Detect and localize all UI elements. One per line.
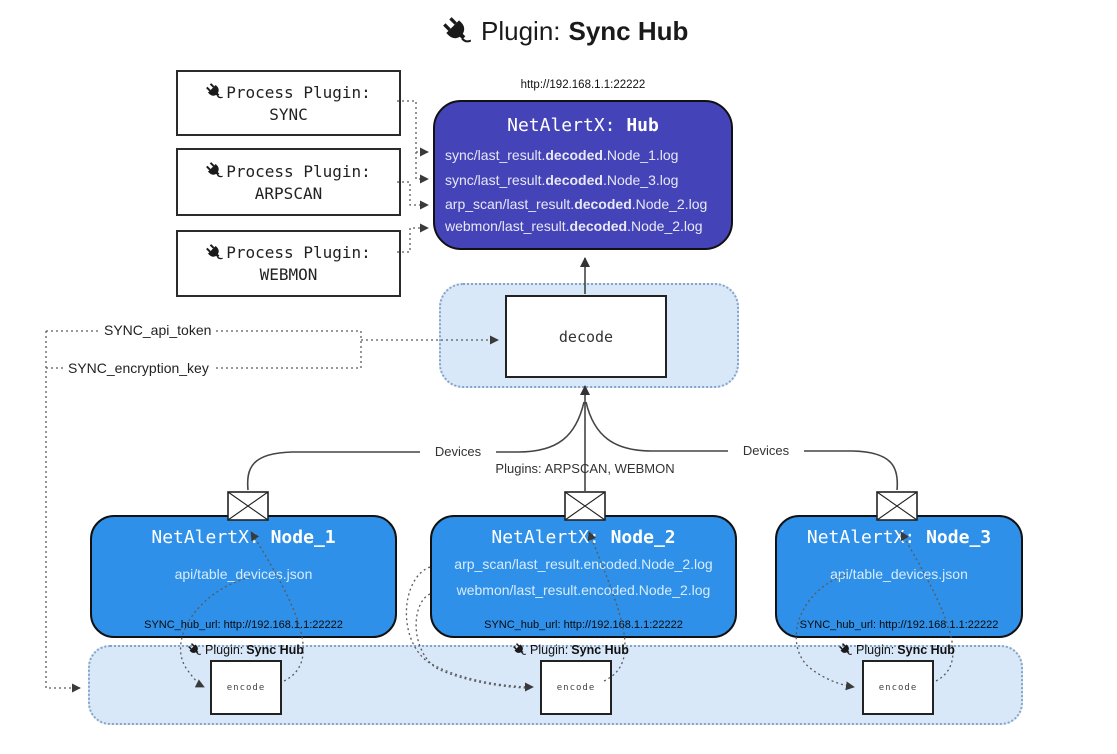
decode-box: decode xyxy=(505,295,667,378)
sync-plugin-prefix: Plugin: xyxy=(205,643,244,657)
node-title: NetAlertX: Node_3 xyxy=(806,527,992,548)
process-plugin-name: WEBMON xyxy=(259,265,318,284)
netalertx-hub-box: NetAlertX: Hub sync/last_result.decoded.… xyxy=(433,100,733,250)
plugins-edge-label: Plugins: ARPSCAN, WEBMON xyxy=(495,461,675,476)
encode-label: encode xyxy=(878,682,918,693)
devices-right-label: Devices xyxy=(728,443,804,458)
process-plugin-sync-box: Process Plugin: SYNC xyxy=(176,70,401,136)
encode-label: encode xyxy=(556,682,596,693)
node-file: api/table_devices.json xyxy=(830,566,968,582)
sync-plugin-prefix: Plugin: xyxy=(856,643,895,657)
hub-log-line: arp_scan/last_result.decoded.Node_2.log xyxy=(445,196,708,212)
node-hub-url: SYNC_hub_url: http://192.168.1.1:22222 xyxy=(799,619,999,631)
netalertx-node2-box: NetAlertX: Node_2 arp_scan/last_result.e… xyxy=(430,515,737,638)
node-title: NetAlertX: Node_1 xyxy=(151,527,336,548)
netalertx-node1-box: NetAlertX: Node_1 api/table_devices.json… xyxy=(90,515,397,638)
sync-plugin-name: Sync Hub xyxy=(897,643,955,657)
process-plugin-arpscan-box: Process Plugin: ARPSCAN xyxy=(176,148,401,216)
hub-log-line: webmon/last_result.decoded.Node_2.log xyxy=(445,218,703,234)
process-plugin-webmon-box: Process Plugin: WEBMON xyxy=(176,230,401,297)
hub-log-list: sync/last_result.decoded.Node_1.log sync… xyxy=(435,143,731,237)
sync-plugin-name: Sync Hub xyxy=(571,643,629,657)
encode-label: encode xyxy=(226,682,266,693)
netalertx-node3-box: NetAlertX: Node_3 api/table_devices.json… xyxy=(775,515,1023,638)
process-plugin-name: ARPSCAN xyxy=(254,183,323,203)
hub-title: NetAlertX: Hub xyxy=(507,115,659,136)
process-plugin-label: Process Plugin: xyxy=(226,82,371,102)
encode-box-node2: encode xyxy=(540,660,612,715)
decode-label: decode xyxy=(558,327,614,346)
node-file-list: api/table_devices.json xyxy=(777,561,1021,587)
node-hub-url: SYNC_hub_url: http://192.168.1.1:22222 xyxy=(484,619,683,631)
plug-icon xyxy=(513,643,527,655)
node-title: NetAlertX: Node_2 xyxy=(491,527,676,548)
page-title-name: Sync Hub xyxy=(568,16,689,46)
sync-encryption-key-label: SYNC_encryption_key xyxy=(64,360,213,376)
edge-sync-to-log1 xyxy=(397,100,429,157)
plug-icon xyxy=(188,643,202,655)
edge-node1-devices xyxy=(246,401,585,491)
node-file: arp_scan/last_result.encoded.Node_2.log xyxy=(454,556,713,572)
edge-key-to-encoders xyxy=(45,331,81,693)
edge-arpscan-to-log3 xyxy=(397,181,429,210)
edge-sync-to-log2 xyxy=(415,152,429,184)
sync-plugin-prefix: Plugin: xyxy=(530,643,569,657)
sync-hub-plugin-label: Plugin: Sync Hub xyxy=(817,643,977,657)
plug-icon xyxy=(206,162,224,178)
plug-icon xyxy=(206,243,224,259)
page-title: Plugin: Sync Hub xyxy=(443,16,688,47)
process-plugin-label: Process Plugin: xyxy=(226,161,371,181)
process-plugin-name: SYNC xyxy=(269,104,308,124)
node-hub-url: SYNC_hub_url: http://192.168.1.1:22222 xyxy=(144,619,343,631)
node-file-list: api/table_devices.json xyxy=(92,561,395,587)
encode-box-node1: encode xyxy=(210,660,282,715)
plug-icon xyxy=(443,16,472,42)
edge-webmon-to-log4 xyxy=(397,223,429,253)
hub-url-label: http://192.168.1.1:22222 xyxy=(520,79,646,91)
plug-icon xyxy=(206,83,224,99)
sync-hub-plugin-label: Plugin: Sync Hub xyxy=(166,643,326,657)
devices-left-label: Devices xyxy=(420,444,496,459)
plug-icon xyxy=(839,643,853,655)
sync-api-token-label: SYNC_api_token xyxy=(100,322,216,338)
node-file: api/table_devices.json xyxy=(174,566,313,582)
page-title-prefix: Plugin: xyxy=(481,16,561,46)
hub-log-line: sync/last_result.decoded.Node_3.log xyxy=(445,172,679,188)
hub-log-line: sync/last_result.decoded.Node_1.log xyxy=(445,147,679,163)
process-plugin-label: Process Plugin: xyxy=(226,243,371,262)
node-file: webmon/last_result.encoded.Node_2.log xyxy=(456,582,711,598)
encode-box-node3: encode xyxy=(862,660,934,715)
node-file-list: arp_scan/last_result.encoded.Node_2.log … xyxy=(432,551,735,603)
sync-hub-plugin-label: Plugin: Sync Hub xyxy=(491,643,651,657)
sync-plugin-name: Sync Hub xyxy=(246,643,304,657)
